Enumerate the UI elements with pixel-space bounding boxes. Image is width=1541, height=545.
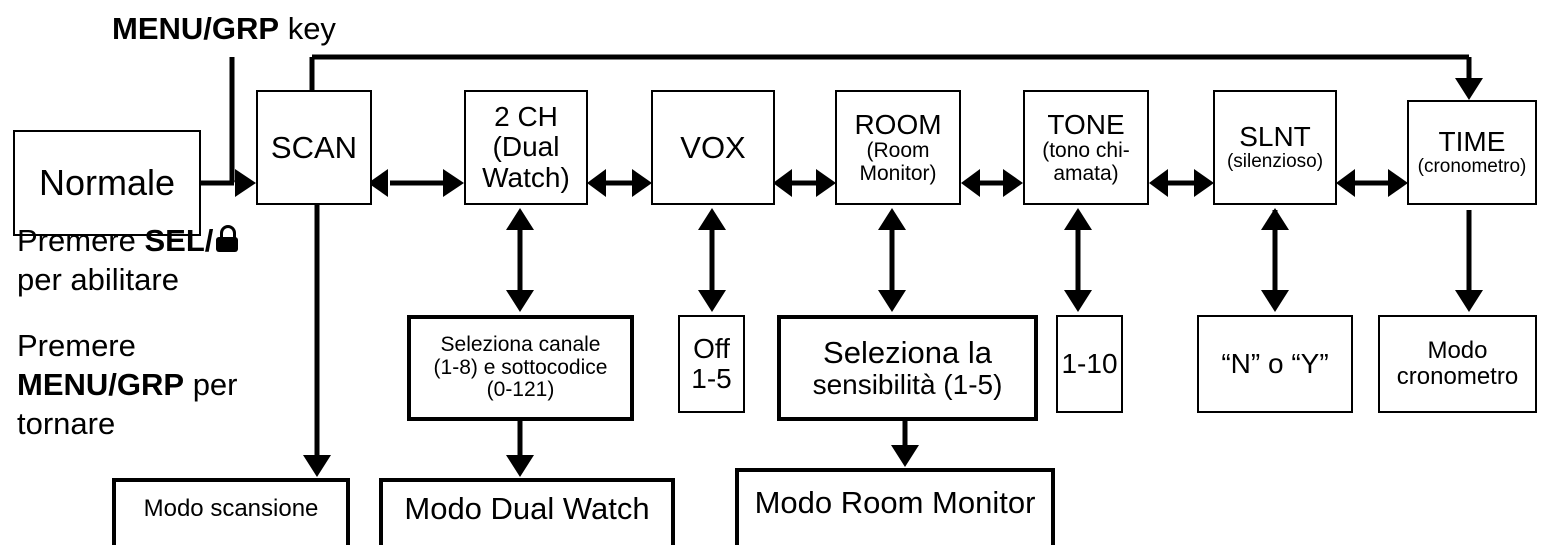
tone-setting-value: 1-10 [1061,347,1118,379]
normal-mode-label: Normale [38,161,176,203]
dual-setting-line2: (1-8) e sottocodice [433,355,608,379]
return-text-suffix: tornare [17,405,116,441]
mode-slnt-sub: (silenzioso) [1226,151,1324,173]
mode-2ch-sub2: Watch) [482,161,570,193]
mode-2ch-sub1: (Dual [492,131,560,163]
sel-key-name: SEL/ [144,223,214,258]
vox-setting-line2: 1-5 [691,363,732,394]
return-text-per: per [184,366,238,402]
mode-time-sub: (cronometro) [1417,156,1527,178]
room-setting-line2: sensibilità (1-5) [812,368,1003,400]
mode-time-title: TIME [1438,126,1506,158]
return-text-prefix: Premere [17,328,136,363]
setting-box-dual-watch: Seleziona canale (1-8) e sottocodice (0-… [407,315,634,421]
mode-tone-title: TONE [1047,108,1125,140]
mode-room-title: ROOM [854,108,942,140]
room-setting-line1: Seleziona la [823,335,992,371]
mode-2ch-title: 2 CH [494,101,558,133]
vox-setting-line1: Off [693,332,730,364]
result-room-label: Modo Room Monitor [754,485,1036,520]
mode-box-scan: SCAN [256,90,372,205]
menu-key-label: MENU/GRP key [112,10,336,49]
setting-box-slnt: “N” o “Y” [1197,315,1353,413]
mode-tone-sub1: (tono chi- [1042,138,1130,162]
mode-scan-title: SCAN [270,129,358,165]
lock-icon [216,225,239,252]
mode-tone-sub2: amata) [1053,161,1119,185]
dual-setting-line1: Seleziona canale [440,332,601,356]
mode-slnt-title: SLNT [1239,121,1311,153]
mode-box-vox: VOX [651,90,775,205]
time-setting-line1: Modo [1427,337,1488,365]
setting-box-vox: Off 1-5 [678,315,745,413]
menu-key-name: MENU/GRP [112,11,280,46]
result-box-dual-watch: Modo Dual Watch [379,478,675,545]
result-dual-label: Modo Dual Watch [404,491,650,526]
mode-vox-title: VOX [680,129,746,165]
normal-mode-box: Normale [13,130,201,236]
setting-box-room: Seleziona la sensibilità (1-5) [777,315,1038,421]
setting-box-tone: 1-10 [1056,315,1123,413]
mode-box-2ch: 2 CH (Dual Watch) [464,90,588,205]
mode-box-time: TIME (cronometro) [1407,100,1537,205]
mode-box-slnt: SLNT (silenzioso) [1213,90,1337,205]
mode-room-sub2: Monitor) [859,161,937,185]
menu-key-suffix: key [279,11,336,46]
mode-room-sub1: (Room [866,138,930,162]
slnt-setting-value: “N” o “Y” [1221,347,1329,379]
setting-box-time: Modo cronometro [1378,315,1537,413]
mode-box-tone: TONE (tono chi- amata) [1023,90,1149,205]
enable-text-suffix: per abilitare [17,261,179,297]
enable-text-prefix: Premere [17,223,145,258]
instruction-return: Premere MENU/GRP per tornare [17,327,238,443]
instruction-enable: Premere SEL/ per abilitare [17,222,239,300]
time-setting-line2: cronometro [1396,363,1519,390]
menu-grp-key-name: MENU/GRP [17,366,185,402]
mode-box-room: ROOM (Room Monitor) [835,90,961,205]
dual-setting-line3: (0-121) [486,378,555,402]
result-box-room-monitor: Modo Room Monitor [735,468,1055,545]
result-scan-label: Modo scansione [143,495,319,522]
result-box-scan: Modo scansione [112,478,350,545]
